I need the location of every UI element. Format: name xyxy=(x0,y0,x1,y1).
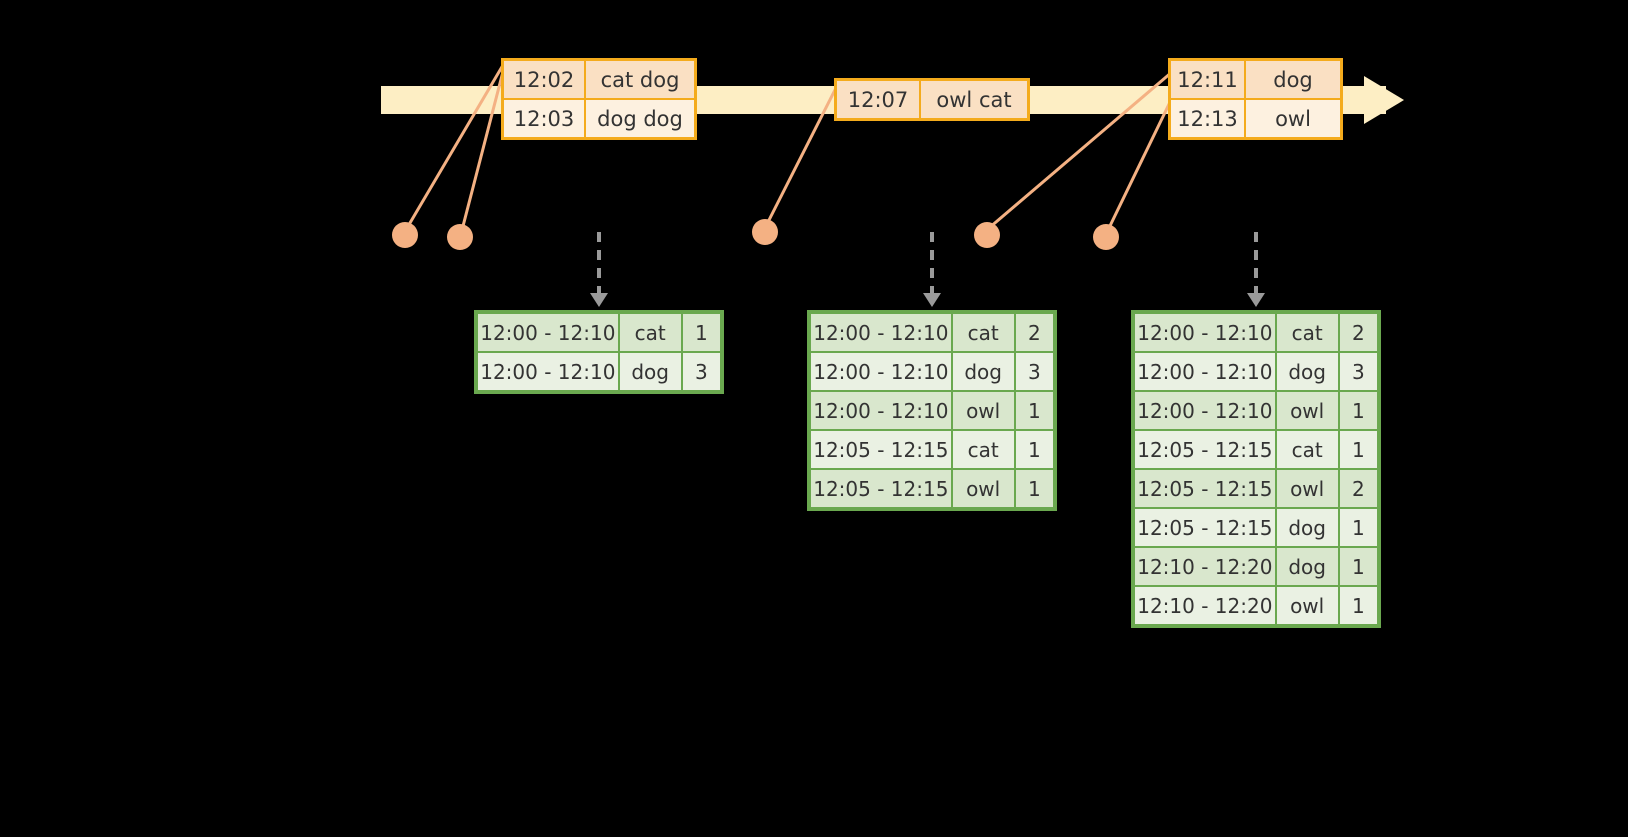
event-value: owl cat xyxy=(921,81,1027,118)
event-dot-5 xyxy=(1093,224,1119,250)
window-cell: 12:00 - 12:10 xyxy=(811,353,951,390)
key-cell: dog xyxy=(1276,353,1338,390)
count-cell: 3 xyxy=(682,353,720,390)
key-cell: cat xyxy=(1276,431,1338,468)
window-cell: 12:05 - 12:15 xyxy=(811,470,951,507)
key-cell: dog xyxy=(1276,509,1338,546)
count-cell: 1 xyxy=(682,314,720,351)
arrow-head-icon xyxy=(590,293,608,307)
event-value: owl xyxy=(1275,106,1311,131)
event-dot-3 xyxy=(752,219,778,245)
event-time: 12:02 xyxy=(504,61,586,98)
emit-arrow-1 xyxy=(590,232,608,307)
event-row: 12:07 owl cat xyxy=(837,81,1027,118)
count-cell: 1 xyxy=(1015,470,1053,507)
window-cell: 12:00 - 12:10 xyxy=(478,314,618,351)
key-cell: cat xyxy=(952,431,1014,468)
event-dot-1 xyxy=(392,222,418,248)
event-row: 12:11 dog xyxy=(1171,61,1340,98)
count-cell: 1 xyxy=(1015,392,1053,429)
count-cell: 3 xyxy=(1339,353,1377,390)
window-cell: 12:00 - 12:10 xyxy=(1135,392,1275,429)
event-group-3: 12:11 dog 12:13 owl xyxy=(1168,58,1343,140)
key-cell: owl xyxy=(952,392,1014,429)
key-cell: dog xyxy=(1276,548,1338,585)
event-value: dog xyxy=(1246,61,1340,98)
window-cell: 12:05 - 12:15 xyxy=(1135,509,1275,546)
event-row: 12:02 cat dog xyxy=(504,61,694,98)
emit-arrow-3 xyxy=(1247,232,1265,307)
key-cell: dog xyxy=(952,353,1014,390)
event-dot-4 xyxy=(974,222,1000,248)
event-row: 12:03 dog dog xyxy=(504,98,694,137)
count-cell: 2 xyxy=(1339,314,1377,351)
count-cell: 1 xyxy=(1015,431,1053,468)
window-cell: 12:00 - 12:10 xyxy=(811,392,951,429)
window-cell: 12:10 - 12:20 xyxy=(1135,587,1275,624)
key-cell: owl xyxy=(1276,587,1338,624)
key-cell: cat xyxy=(1276,314,1338,351)
event-value: dog dog xyxy=(597,106,683,131)
count-cell: 2 xyxy=(1015,314,1053,351)
count-cell: 1 xyxy=(1339,392,1377,429)
event-row: 12:13 owl xyxy=(1171,98,1340,137)
window-cell: 12:00 - 12:10 xyxy=(1135,353,1275,390)
key-cell: owl xyxy=(1276,392,1338,429)
key-cell: owl xyxy=(1276,470,1338,507)
event-group-1: 12:02 cat dog 12:03 dog dog xyxy=(501,58,697,140)
key-cell: cat xyxy=(952,314,1014,351)
event-time: 12:03 xyxy=(504,100,586,137)
key-cell: cat xyxy=(619,314,681,351)
emit-arrow-2 xyxy=(923,232,941,307)
window-cell: 12:10 - 12:20 xyxy=(1135,548,1275,585)
count-cell: 1 xyxy=(1339,509,1377,546)
event-dot-2 xyxy=(447,224,473,250)
window-cell: 12:05 - 12:15 xyxy=(811,431,951,468)
count-cell: 1 xyxy=(1339,548,1377,585)
window-cell: 12:00 - 12:10 xyxy=(478,353,618,390)
arrow-head-icon xyxy=(1247,293,1265,307)
window-cell: 12:05 - 12:15 xyxy=(1135,431,1275,468)
event-value: cat dog xyxy=(586,61,694,98)
count-cell: 3 xyxy=(1015,353,1053,390)
timeline-arrow-head-icon xyxy=(1364,76,1404,124)
arrow-head-icon xyxy=(923,293,941,307)
key-cell: dog xyxy=(619,353,681,390)
count-cell: 1 xyxy=(1339,431,1377,468)
event-time: 12:11 xyxy=(1171,61,1246,98)
key-cell: owl xyxy=(952,470,1014,507)
event-group-2: 12:07 owl cat xyxy=(834,78,1030,121)
count-cell: 2 xyxy=(1339,470,1377,507)
event-time: 12:13 xyxy=(1171,100,1246,137)
window-cell: 12:05 - 12:15 xyxy=(1135,470,1275,507)
window-cell: 12:00 - 12:10 xyxy=(1135,314,1275,351)
event-time: 12:07 xyxy=(837,81,921,118)
count-cell: 1 xyxy=(1339,587,1377,624)
window-cell: 12:00 - 12:10 xyxy=(811,314,951,351)
